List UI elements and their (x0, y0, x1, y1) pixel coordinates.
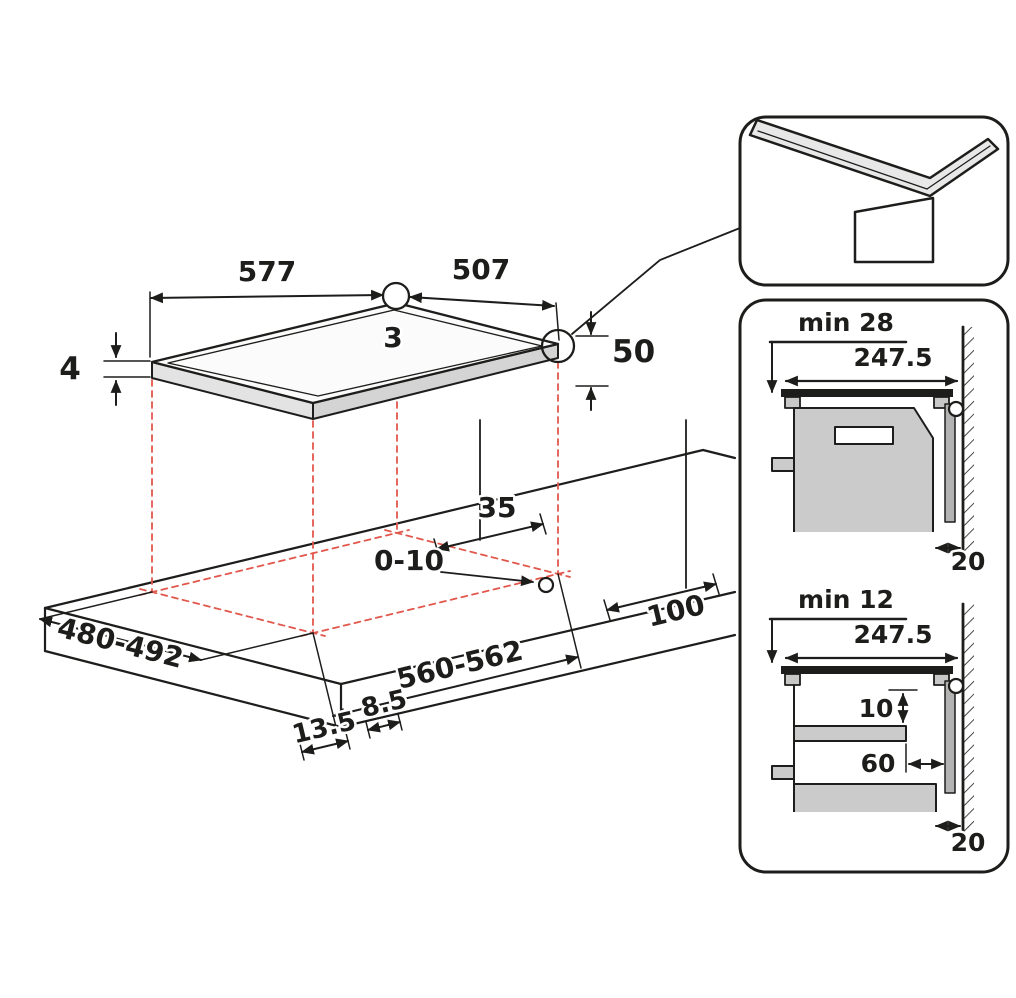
hob-glass-section-a (781, 389, 953, 397)
hob-clamp-right-a (933, 396, 950, 409)
countertop-back-right-edge (701, 448, 737, 460)
cut-off-band-a (770, 532, 942, 562)
hob-glass-section-b (781, 666, 953, 674)
dim-label-width-right: 507 (452, 253, 510, 286)
cutout-edge-back-right (384, 529, 571, 578)
label-depth-bottom: 247.5 (853, 620, 932, 649)
glass-edge-profile (748, 118, 1000, 198)
cutout-projection (139, 361, 571, 637)
label-depth-top: 247.5 (853, 343, 932, 372)
edge-detail-callout-circle (540, 328, 576, 364)
hob-isometric-view (150, 301, 560, 420)
countertop-left-bottom-edge (43, 649, 343, 729)
dim-label-offset-back: 35 (478, 491, 517, 524)
fixing-point-circle (537, 576, 555, 594)
hob-clamp-right-b (933, 673, 950, 686)
dimension-line-100 (605, 581, 718, 613)
label-wall-gap-bottom: 20 (951, 828, 986, 857)
hob-clamp-left-b (784, 673, 801, 686)
surface-dimensions (38, 513, 720, 761)
dim-label-glass-thickness: 4 (59, 351, 81, 387)
extension-480-back (39, 591, 153, 620)
cabinet-vent-slot (834, 426, 894, 445)
corner-radius-callout-circle (381, 281, 411, 311)
extension-560-right (557, 573, 582, 669)
cutout-edge-left (139, 588, 326, 637)
wall-hatching-b (963, 604, 974, 838)
dimension-line-85 (366, 719, 402, 733)
shelf-section (793, 725, 907, 742)
cabinet-rail-tab-b (771, 765, 795, 780)
label-wall-gap-top: 20 (951, 547, 986, 576)
section-min-12 (766, 602, 974, 846)
dim-label-width-left: 577 (238, 255, 296, 288)
label-min-clearance-bottom: min 12 (798, 585, 894, 614)
dim-label-edge-height: 50 (612, 334, 655, 370)
section-min-28 (766, 325, 974, 562)
dim-label-rear-clearance: 100 (644, 588, 709, 634)
wall-hatching-a (963, 327, 974, 551)
dimension-line-507 (408, 292, 556, 311)
dim-label-cutout-depth: 480-492 (54, 611, 187, 675)
countertop-back-edge (43, 448, 705, 610)
extension-line-507-right (555, 302, 560, 341)
countertop-corner-section (853, 196, 935, 264)
wall-fixing-circle-b (947, 677, 965, 695)
label-min-clearance-top: min 28 (798, 308, 894, 337)
top-dimensions (103, 227, 741, 411)
glass-edge-inner-line-left (757, 130, 928, 190)
cut-off-band-b (768, 812, 942, 846)
clearance-sections-panel (738, 298, 1010, 874)
detail-leader-line (571, 227, 741, 335)
dimension-line-560 (331, 654, 580, 719)
back-panel-strip-a (944, 403, 956, 523)
glass-edge-inner-line-right (926, 145, 991, 190)
hob-top-face (150, 301, 560, 405)
extension-480-front (200, 632, 314, 661)
dim-label-corner-radius: 3 (383, 321, 402, 354)
dim-label-front-offset-right: 8.5 (358, 684, 410, 724)
dimension-line-480 (38, 616, 203, 663)
corner-detail-panel-frame (738, 115, 1010, 287)
leader-line-0-10 (440, 571, 535, 587)
cabinet-rail-tab-a (771, 457, 795, 472)
back-panel-strip-b (944, 680, 956, 794)
cutout-edge-back-left (139, 529, 410, 596)
label-shelf-clearance: 60 (861, 749, 896, 778)
label-shelf-gap: 10 (859, 694, 894, 723)
dimension-line-35 (435, 521, 545, 552)
dimension-line-577 (149, 289, 385, 304)
hob-clamp-left-a (784, 396, 801, 409)
dimension-line-135 (300, 738, 350, 755)
corner-detail-panel (738, 115, 1010, 287)
dim-label-offset-range: 0-10 (374, 544, 444, 577)
wall-fixing-circle-a (947, 400, 965, 418)
